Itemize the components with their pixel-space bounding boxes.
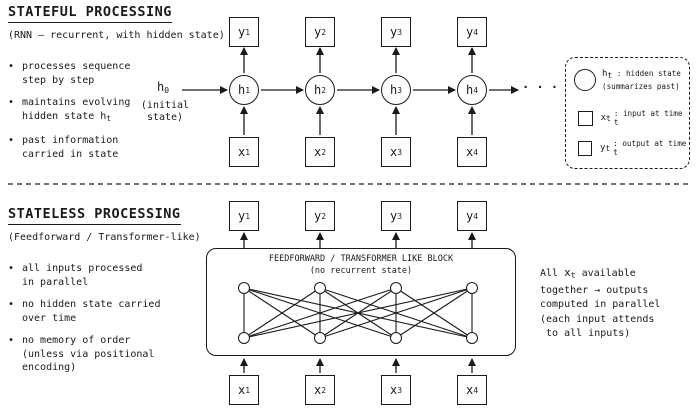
- ellipsis: · · ·: [522, 80, 559, 94]
- dense-connections: [243, 287, 473, 339]
- parallel-note: All xt available together → outputs comp…: [540, 266, 661, 339]
- transformer-block: FEEDFORWARD / TRANSFORMER LIKE BLOCK (no…: [206, 248, 516, 356]
- block-node-bottom-4: [466, 332, 478, 344]
- block-subtitle: (no recurrent state): [309, 266, 413, 276]
- block-node-top-3: [390, 282, 402, 294]
- block-node-bottom-3: [390, 332, 402, 344]
- block-node-bottom-2: [314, 332, 326, 344]
- h0-label: h0: [157, 80, 170, 95]
- stateful-title: STATEFUL PROCESSING: [8, 4, 172, 23]
- legend-circle-icon: [574, 69, 596, 91]
- legend-hidden-state: ht : hidden state (summarizes past): [574, 68, 681, 92]
- stateless-bullet-3: no memory of order(unless via positional…: [8, 334, 183, 375]
- block-node-top-1: [238, 282, 250, 294]
- block-node-top-2: [314, 282, 326, 294]
- block-title: FEEDFORWARD / TRANSFORMER LIKE BLOCK: [268, 254, 454, 264]
- legend-square-icon: [578, 110, 593, 126]
- block-node-top-4: [466, 282, 478, 294]
- stateless-title: STATELESS PROCESSING: [8, 206, 181, 225]
- block-node-bottom-1: [238, 332, 250, 344]
- stateless-subtitle: (Feedforward / Transformer-like): [8, 232, 201, 243]
- stateful-subtitle: (RNN – recurrent, with hidden state): [8, 30, 225, 41]
- legend-square-icon: [578, 140, 592, 156]
